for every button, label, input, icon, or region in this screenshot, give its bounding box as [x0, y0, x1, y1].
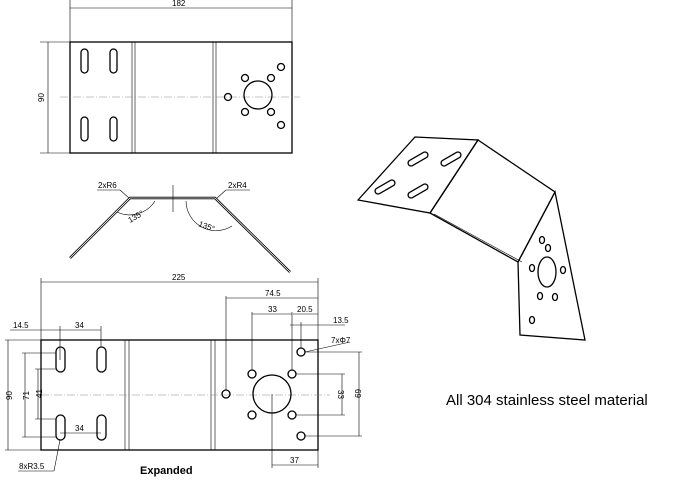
dim-overall-width: 225 [172, 273, 186, 282]
isometric-view [356, 136, 586, 341]
dim-slot-outer: 71 [22, 391, 31, 400]
radius-right-label: 2xR4 [228, 181, 247, 190]
dim-bolt-vertical: 33 [336, 390, 345, 399]
radius-left-label: 2xR6 [98, 181, 117, 190]
angle-right-label: 135° [197, 219, 216, 233]
dim-slot-spacing-top: 34 [75, 321, 84, 330]
top-view: 182 90 [37, 0, 300, 154]
expanded-view: 225 74.5 33 20.5 13.5 7xΦ7 14.5 34 34 90… [5, 273, 362, 477]
material-note: All 304 stainless steel material [446, 392, 648, 409]
expanded-title: Expanded [140, 465, 193, 477]
side-view: 2xR6 2xR4 135° 135° [69, 181, 291, 273]
dim-slot-spacing-bottom: 34 [75, 424, 84, 433]
dim-slot-inner: 41 [35, 389, 44, 398]
dim-top-width: 182 [172, 0, 186, 8]
dim-center-offset: 37 [290, 456, 299, 465]
angle-left-label: 135° [127, 209, 146, 225]
dim-edge-offset-a: 20.5 [297, 305, 313, 314]
dim-slot-offset: 14.5 [13, 321, 29, 330]
dim-expanded-height: 90 [5, 391, 14, 400]
dim-edge-offset-b: 13.5 [333, 316, 349, 325]
dim-hole-vertical: 69 [353, 389, 362, 398]
dim-bolt-spacing: 33 [268, 305, 277, 314]
hole-callout: 7xΦ7 [331, 336, 351, 345]
dim-hole-span: 74.5 [265, 289, 281, 298]
dim-top-height: 90 [37, 93, 46, 102]
slot-callout: 8xR3.5 [19, 462, 45, 471]
